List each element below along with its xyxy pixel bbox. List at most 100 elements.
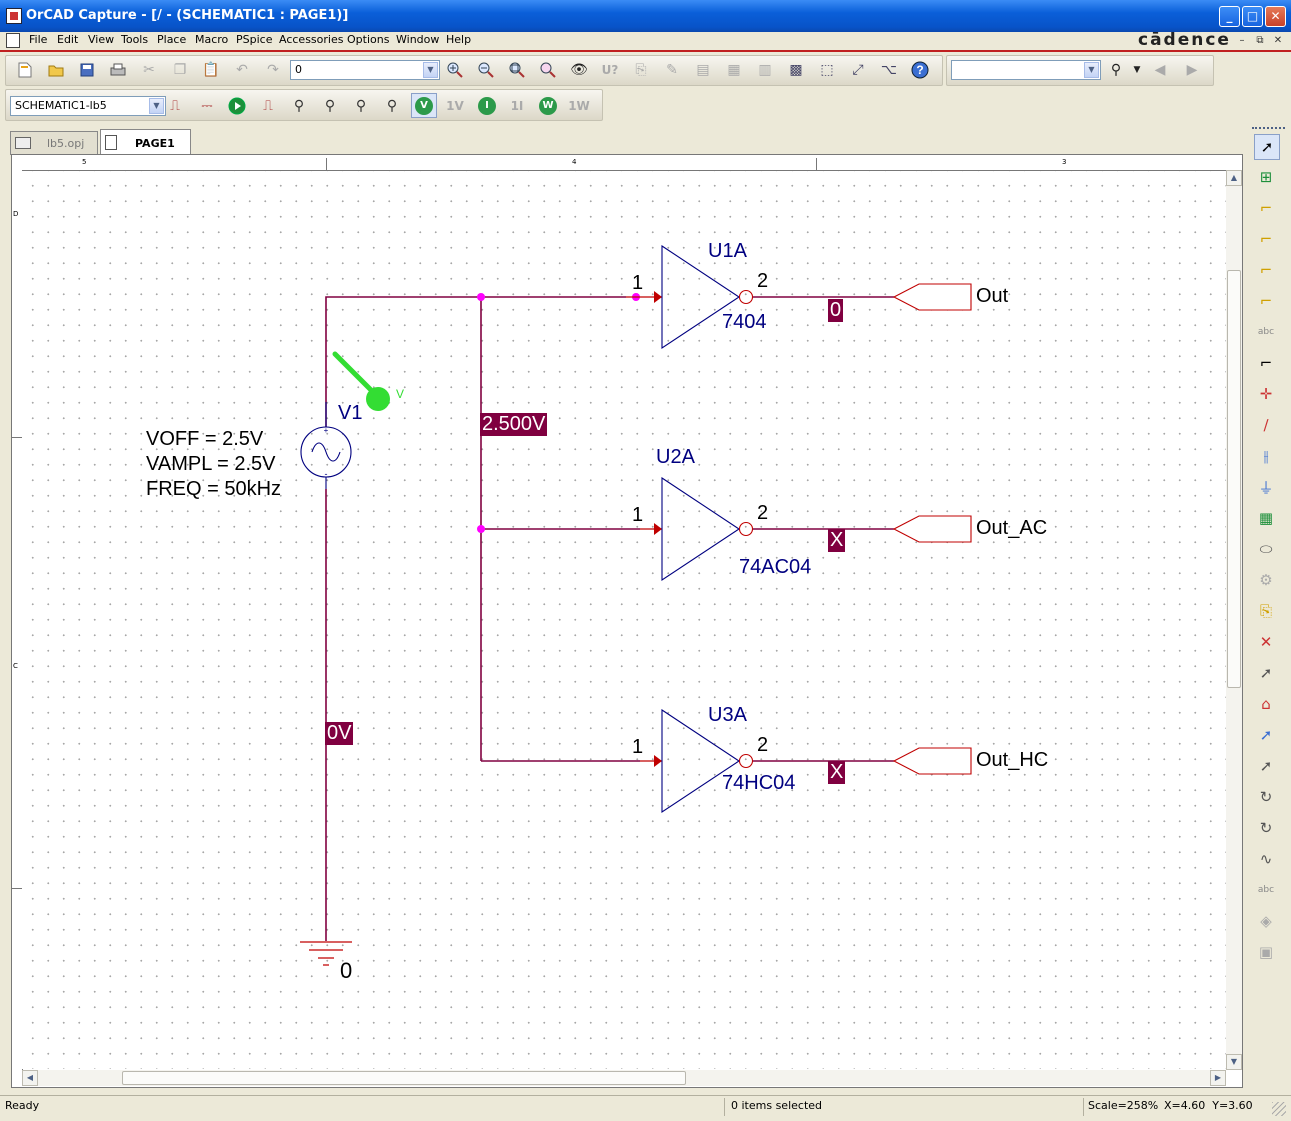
- menu-accessories[interactable]: Accessories: [279, 33, 344, 46]
- place-ieee-icon[interactable]: ◈: [1260, 912, 1272, 930]
- bias-voltage-ground-label[interactable]: 0V: [325, 722, 354, 745]
- copy-icon[interactable]: ❐: [173, 62, 187, 78]
- power-marker-icon[interactable]: ⚲: [386, 98, 398, 114]
- gate-part-u1a[interactable]: 7404: [722, 311, 767, 333]
- bill-of-materials-icon[interactable]: ▥: [758, 62, 772, 78]
- place-power-icon[interactable]: ✛: [1259, 385, 1273, 403]
- place-junction-icon[interactable]: ⌐: [1259, 292, 1273, 310]
- find-icon[interactable]: ⚲: [1110, 62, 1122, 78]
- menu-file[interactable]: File: [29, 33, 48, 46]
- annotate-icon[interactable]: U?: [601, 63, 619, 77]
- mdi-restore-button[interactable]: ⧉: [1256, 35, 1264, 46]
- place-port-icon[interactable]: ⏚: [1258, 478, 1274, 497]
- app-icon[interactable]: [6, 8, 22, 24]
- next-icon[interactable]: ▶: [1186, 62, 1198, 78]
- tab-page1[interactable]: PAGE1: [100, 129, 191, 155]
- schematic-canvas[interactable]: + - V V1 VOFF = 2.5V VAMPL = 2.5V FREQ =…: [22, 171, 1226, 1069]
- voltage-marker-icon[interactable]: ⚲: [293, 98, 305, 114]
- redo-icon[interactable]: ↷: [267, 62, 279, 78]
- menu-tools[interactable]: Tools: [121, 33, 149, 46]
- undo-icon[interactable]: ↶: [236, 62, 248, 78]
- save-icon[interactable]: [78, 61, 96, 79]
- title-bar[interactable]: OrCAD Capture - [/ - (SCHEMATIC1 : PAGE1…: [0, 0, 1291, 32]
- previous-icon[interactable]: ◀: [1154, 62, 1166, 78]
- palette-grip[interactable]: [1252, 127, 1285, 132]
- cut-icon[interactable]: ✂: [143, 62, 155, 78]
- close-button[interactable]: ✕: [1265, 6, 1286, 27]
- place-net-group-icon[interactable]: ⌐: [1259, 230, 1273, 248]
- place-bus-icon[interactable]: ⌐: [1259, 261, 1273, 279]
- place-ellipse-icon[interactable]: ⌂: [1261, 695, 1271, 713]
- area-select-icon[interactable]: ⬚: [820, 62, 834, 78]
- view-sim-results-icon[interactable]: ⎍: [263, 98, 273, 114]
- menu-pspice[interactable]: PSpice: [236, 33, 273, 46]
- menu-view[interactable]: View: [88, 33, 115, 46]
- chevron-down-icon[interactable]: ▼: [1084, 62, 1099, 78]
- chevron-down-icon[interactable]: ▼: [149, 98, 164, 114]
- part-combo[interactable]: 0 ▼: [290, 60, 440, 80]
- menu-options[interactable]: Options: [347, 33, 390, 46]
- project-manager-icon[interactable]: ⌥: [880, 62, 898, 78]
- place-bus-entry-icon[interactable]: abc: [1257, 327, 1275, 337]
- place-hierarchical-block-icon[interactable]: ⫲: [1263, 447, 1269, 465]
- bias-current-icon[interactable]: 1I: [510, 99, 524, 113]
- vertical-scroll-thumb[interactable]: [1227, 270, 1241, 688]
- place-net-alias-icon[interactable]: ⌐: [1259, 354, 1273, 372]
- tab-project[interactable]: lb5.opj: [10, 131, 98, 155]
- scroll-right-icon[interactable]: ▶: [1210, 1070, 1226, 1086]
- run-pspice-icon[interactable]: [228, 97, 246, 115]
- scroll-left-icon[interactable]: ◀: [22, 1070, 38, 1086]
- place-wire-icon[interactable]: ⌐: [1259, 199, 1273, 217]
- select-icon[interactable]: ➚: [1254, 134, 1280, 160]
- scroll-down-icon[interactable]: ▼: [1226, 1054, 1242, 1070]
- output-state-u3a[interactable]: X: [828, 761, 846, 784]
- mdi-close-button[interactable]: ✕: [1273, 35, 1283, 46]
- gate-part-u2a[interactable]: 74AC04: [739, 556, 812, 578]
- print-icon[interactable]: [109, 61, 127, 79]
- place-line-icon[interactable]: ⎘: [1259, 602, 1272, 620]
- zoom-out-icon[interactable]: [477, 61, 495, 79]
- place-bezier-icon[interactable]: ➚: [1259, 757, 1273, 775]
- search-combo[interactable]: ▼: [951, 60, 1101, 80]
- scroll-up-icon[interactable]: ▲: [1226, 170, 1242, 186]
- source-refdes[interactable]: V1: [338, 402, 363, 424]
- horizontal-scrollbar[interactable]: ◀ ▶: [22, 1070, 1226, 1086]
- minimize-button[interactable]: _: [1219, 6, 1240, 27]
- place-text-icon[interactable]: ↻: [1259, 788, 1273, 806]
- menu-edit[interactable]: Edit: [57, 33, 79, 46]
- show-icon[interactable]: 👁: [570, 62, 588, 78]
- output-state-u2a[interactable]: X: [828, 529, 846, 552]
- resize-grip[interactable]: [1272, 1102, 1286, 1116]
- menu-window[interactable]: Window: [396, 33, 440, 46]
- menu-place[interactable]: Place: [157, 33, 187, 46]
- enable-bias-voltage-button[interactable]: V: [411, 93, 437, 118]
- gate-refdes-u1a[interactable]: U1A: [708, 240, 747, 262]
- place-arc-icon[interactable]: ➚: [1259, 726, 1273, 744]
- document-icon[interactable]: [6, 33, 20, 48]
- chevron-down-icon[interactable]: ▼: [423, 62, 438, 78]
- place-part-icon[interactable]: ⊞: [1259, 168, 1273, 186]
- current-marker-icon[interactable]: ⚲: [355, 98, 367, 114]
- port-label-out[interactable]: Out: [976, 285, 1009, 307]
- bias-voltage-icon[interactable]: 1V: [446, 99, 464, 113]
- find-options-chevron-icon[interactable]: ▼: [1133, 65, 1141, 75]
- netlist-icon[interactable]: ▤: [696, 62, 710, 78]
- zoom-in-icon[interactable]: [446, 61, 464, 79]
- place-rectangle-icon[interactable]: ➚: [1259, 664, 1273, 682]
- menu-macro[interactable]: Macro: [195, 33, 229, 46]
- snap-grid-icon[interactable]: ▩: [789, 62, 803, 78]
- place-ground-icon[interactable]: ∕: [1263, 416, 1269, 434]
- maximize-button[interactable]: □: [1242, 6, 1263, 27]
- new-sim-profile-icon[interactable]: ⎍: [170, 98, 180, 114]
- simulation-profile-combo[interactable]: SCHEMATIC1-lb5 ▼: [10, 96, 166, 116]
- place-no-connect-icon[interactable]: ⚙: [1259, 571, 1273, 589]
- enable-bias-current-icon[interactable]: I: [478, 97, 496, 115]
- mdi-minimize-button[interactable]: –: [1239, 35, 1245, 46]
- enable-bias-power-icon[interactable]: W: [539, 97, 557, 115]
- zoom-all-icon[interactable]: [539, 61, 557, 79]
- gate-refdes-u3a[interactable]: U3A: [708, 704, 747, 726]
- voltage-diff-marker-icon[interactable]: ⚲: [324, 98, 336, 114]
- bias-voltage-label[interactable]: 2.500V: [480, 413, 548, 436]
- bias-power-icon[interactable]: 1W: [568, 99, 590, 113]
- place-picture-icon[interactable]: ∿: [1259, 850, 1273, 868]
